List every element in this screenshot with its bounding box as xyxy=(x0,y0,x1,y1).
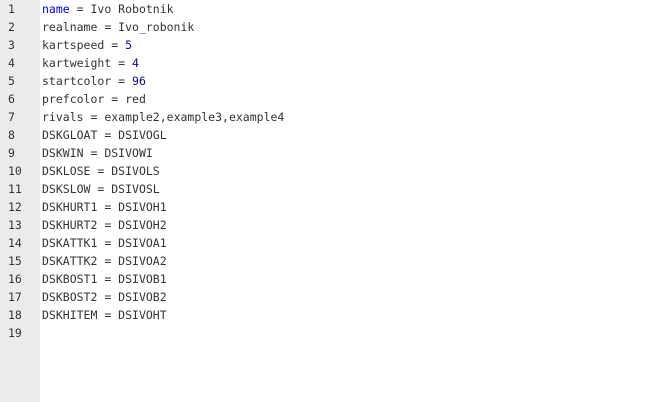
code-key: name xyxy=(42,2,70,16)
code-value: DSIVOA1 xyxy=(118,236,167,250)
code-value: 4 xyxy=(132,56,139,70)
line-number: 10 xyxy=(8,164,22,178)
code-value: DSIVOB1 xyxy=(118,272,167,286)
line-number: 7 xyxy=(8,110,15,124)
code-value: DSIVOH1 xyxy=(118,200,167,214)
code-value: 5 xyxy=(125,38,133,52)
code-value: DSIVOSL xyxy=(111,182,160,196)
code-separator: = xyxy=(90,182,112,196)
code-line[interactable]: DSKGLOAT = DSIVOGL xyxy=(42,126,653,144)
code-value: DSIVOA2 xyxy=(118,254,167,268)
line-number: 2 xyxy=(8,20,15,34)
code-separator: = xyxy=(111,74,133,88)
line-number: 16 xyxy=(8,272,22,286)
line-number: 19 xyxy=(8,326,22,340)
code-separator: = xyxy=(97,128,119,142)
code-key: DSKBOST2 xyxy=(42,290,98,304)
code-line[interactable]: DSKLOSE = DSIVOLS xyxy=(42,162,653,180)
code-key: DSKWIN xyxy=(42,146,84,160)
code-key: realname xyxy=(42,20,98,34)
code-separator: = xyxy=(97,308,119,322)
code-separator: = xyxy=(97,20,119,34)
code-key: DSKGLOAT xyxy=(42,128,98,142)
code-separator: = xyxy=(97,218,119,232)
code-line[interactable]: DSKATTK1 = DSIVOA1 xyxy=(42,234,653,252)
code-key: rivals xyxy=(42,110,84,124)
code-separator: = xyxy=(97,200,119,214)
code-line[interactable]: startcolor = 96 xyxy=(42,72,653,90)
code-value: DSIVOB2 xyxy=(118,290,167,304)
code-line[interactable] xyxy=(42,324,653,342)
code-separator: = xyxy=(111,56,133,70)
line-number: 5 xyxy=(8,74,15,88)
code-line[interactable]: rivals = example2,example3,example4 xyxy=(42,108,653,126)
line-number: 8 xyxy=(8,128,15,142)
code-separator: = xyxy=(90,164,112,178)
code-key: DSKBOST1 xyxy=(42,272,98,286)
code-separator: = xyxy=(97,236,119,250)
code-value: DSIVOLS xyxy=(111,164,160,178)
code-key: DSKHITEM xyxy=(42,308,98,322)
code-key: DSKHURT2 xyxy=(42,218,98,232)
line-number: 6 xyxy=(8,92,15,106)
code-separator: = xyxy=(104,38,126,52)
line-number: 9 xyxy=(8,146,15,160)
code-separator: = xyxy=(97,290,119,304)
code-value: DSIVOWI xyxy=(104,146,153,160)
code-value: example2,example3,example4 xyxy=(104,110,285,124)
code-line[interactable]: DSKATTK2 = DSIVOA2 xyxy=(42,252,653,270)
code-line[interactable]: prefcolor = red xyxy=(42,90,653,108)
code-key: prefcolor xyxy=(42,92,105,106)
code-line[interactable]: name = Ivo Robotnik xyxy=(42,0,653,18)
code-key: startcolor xyxy=(42,74,112,88)
code-separator: = xyxy=(69,2,91,16)
code-value: 96 xyxy=(132,74,146,88)
code-value: Ivo Robotnik xyxy=(90,2,174,16)
code-key: DSKATTK2 xyxy=(42,254,98,268)
code-value: red xyxy=(125,92,146,106)
code-separator: = xyxy=(97,254,119,268)
code-line[interactable]: DSKSLOW = DSIVOSL xyxy=(42,180,653,198)
line-number: 11 xyxy=(8,182,22,196)
code-separator: = xyxy=(97,272,119,286)
code-line[interactable]: DSKHURT2 = DSIVOH2 xyxy=(42,216,653,234)
code-line[interactable]: kartweight = 4 xyxy=(42,54,653,72)
code-value: DSIVOHT xyxy=(118,308,167,322)
code-key: kartspeed xyxy=(42,38,105,52)
line-number: 14 xyxy=(8,236,22,250)
code-line[interactable]: DSKBOST2 = DSIVOB2 xyxy=(42,288,653,306)
code-key: DSKATTK1 xyxy=(42,236,98,250)
line-number: 1 xyxy=(8,2,15,16)
code-separator: = xyxy=(83,110,105,124)
code-line[interactable]: kartspeed = 5 xyxy=(42,36,653,54)
line-number: 4 xyxy=(8,56,15,70)
code-separator: = xyxy=(104,92,126,106)
code-key: DSKHURT1 xyxy=(42,200,98,214)
line-number: 13 xyxy=(8,218,22,232)
code-line[interactable]: realname = Ivo_robonik xyxy=(42,18,653,36)
line-number: 3 xyxy=(8,38,15,52)
code-key: kartweight xyxy=(42,56,112,70)
line-number: 15 xyxy=(8,254,22,268)
line-number: 18 xyxy=(8,308,22,322)
code-value: Ivo_robonik xyxy=(118,20,195,34)
code-value: DSIVOGL xyxy=(118,128,167,142)
code-separator: = xyxy=(83,146,105,160)
code-value: DSIVOH2 xyxy=(118,218,167,232)
code-line[interactable]: DSKBOST1 = DSIVOB1 xyxy=(42,270,653,288)
code-key: DSKLOSE xyxy=(42,164,91,178)
code-key: DSKSLOW xyxy=(42,182,91,196)
code-line[interactable]: DSKHURT1 = DSIVOH1 xyxy=(42,198,653,216)
code-line[interactable]: DSKHITEM = DSIVOHT xyxy=(42,306,653,324)
code-line[interactable]: DSKWIN = DSIVOWI xyxy=(42,144,653,162)
line-number: 12 xyxy=(8,200,22,214)
line-number: 17 xyxy=(8,290,22,304)
